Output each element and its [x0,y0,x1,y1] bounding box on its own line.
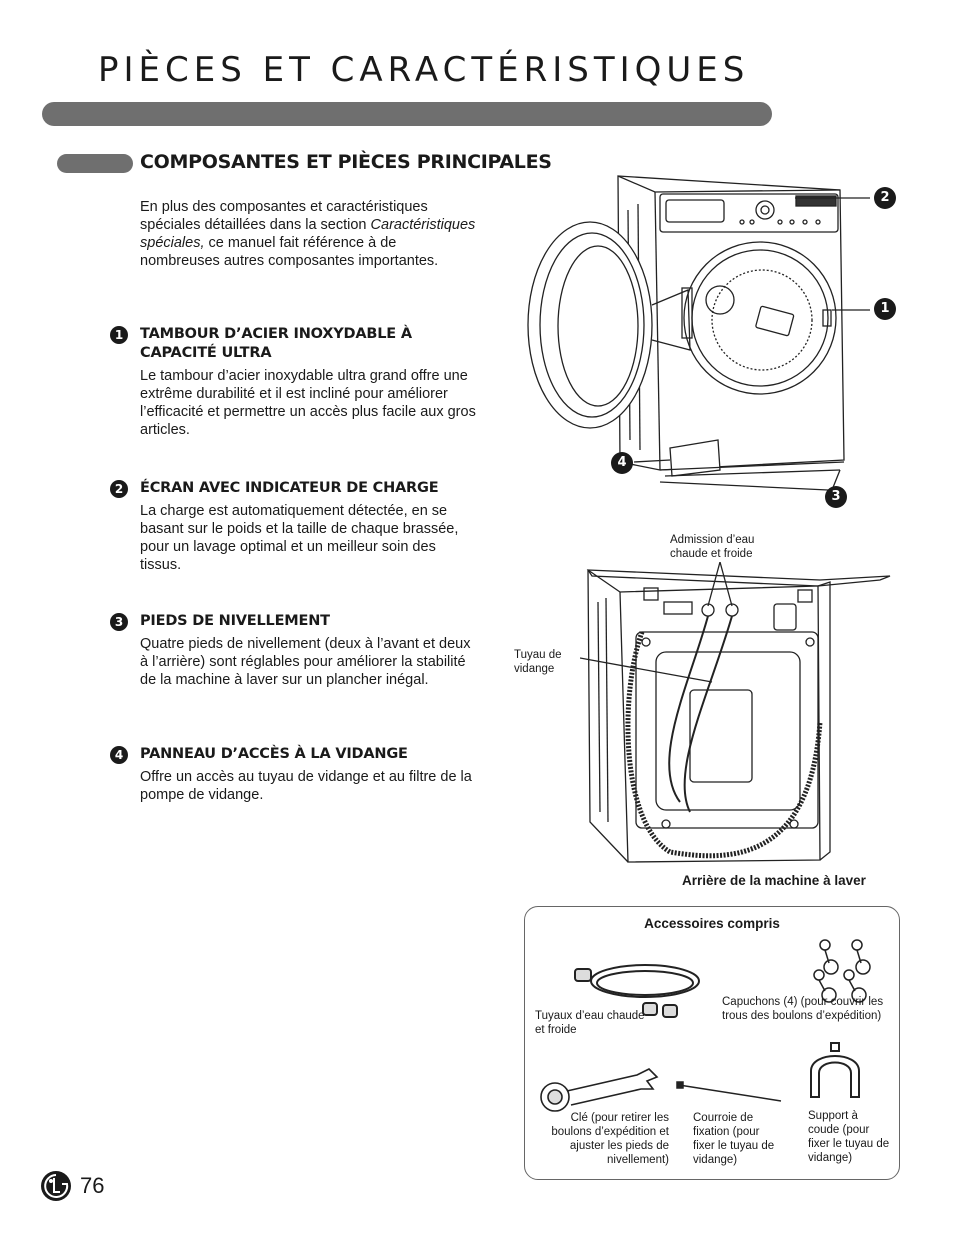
item-number-badge: 1 [110,326,128,344]
rear-washer-illustration [580,562,891,863]
intro-text-1: En plus des composantes et caractéristiq… [140,199,428,233]
item-number-badge: 2 [110,480,128,498]
component-item-drain-panel: 4 PANNEAU D’ACCÈS À LA VIDANGE Offre un … [110,745,490,804]
callout-1: 1 [874,298,896,320]
label-water-inlet: Admission d’eau chaude et froide [670,534,755,560]
section-title: COMPOSANTES ET PIÈCES PRINCIPALES [140,151,552,173]
accessories-box: Accessoires compris Tuyaux d’eau chaude … [524,906,900,1180]
item-body: Offre un accès au tuyau de vidange et au… [140,769,472,803]
item-heading: ÉCRAN AVEC INDICATEUR DE CHARGE [140,480,439,496]
shipping-caps-icon [813,939,871,1003]
callout-3: 3 [825,486,847,508]
item-number-badge: 3 [110,613,128,631]
tie-strap-icon [676,1081,782,1102]
component-item-drum: 1 TAMBOUR D’ACIER INOXYDABLE À CAPACITÉ … [110,325,490,439]
elbow-bracket-icon [810,1042,860,1098]
wrench-icon [540,1068,659,1112]
rear-caption: Arrière de la machine à laver [682,873,866,888]
label-drain-hose: Tuyau de vidange [514,649,562,675]
item-body: Quatre pieds de nivellement (deux à l’av… [140,636,471,688]
front-washer-illustration [527,175,870,491]
title-bar-divider [42,102,772,126]
item-body: Le tambour d’acier inoxydable ultra gran… [140,368,476,438]
intro-paragraph: En plus des composantes et caractéristiq… [140,198,480,270]
callout-2: 2 [874,187,896,209]
item-body: La charge est automatiquement détectée, … [140,503,459,573]
item-heading: PIEDS DE NIVELLEMENT [140,613,330,629]
page-title: PIÈCES ET CARACTÉRISTIQUES [98,50,750,90]
section-pill-decoration [57,154,133,173]
label-strap: Courroie de fixation (pour fixer le tuya… [693,1112,775,1166]
page-number: 76 [80,1173,105,1198]
component-item-display: 2 ÉCRAN AVEC INDICATEUR DE CHARGE La cha… [110,479,490,574]
intro-text-2: ce manuel fait référence à de nombreuses… [140,235,439,269]
intro-text-italic: Caractéristiques spéciales, [140,217,476,251]
item-heading: TAMBOUR D’ACIER INOXYDABLE À CAPACITÉ UL… [140,326,412,361]
label-wrench: Clé (pour retirer les boulons d’expéditi… [551,1112,669,1166]
label-hoses: Tuyaux d’eau chaude et froide [535,1010,645,1036]
accessories-title: Accessoires compris [644,916,780,931]
callout-4: 4 [611,452,633,474]
water-hoses-icon [574,964,700,1018]
label-caps: Capuchons (4) (pour couvrir les trous de… [722,996,884,1022]
item-heading: PANNEAU D’ACCÈS À LA VIDANGE [140,746,408,762]
item-number-badge: 4 [110,746,128,764]
component-item-feet: 3 PIEDS DE NIVELLEMENT Quatre pieds de n… [110,612,490,689]
lg-logo-icon [41,1171,71,1201]
label-elbow: Support à coude (pour fixer le tuyau de … [808,1110,890,1164]
